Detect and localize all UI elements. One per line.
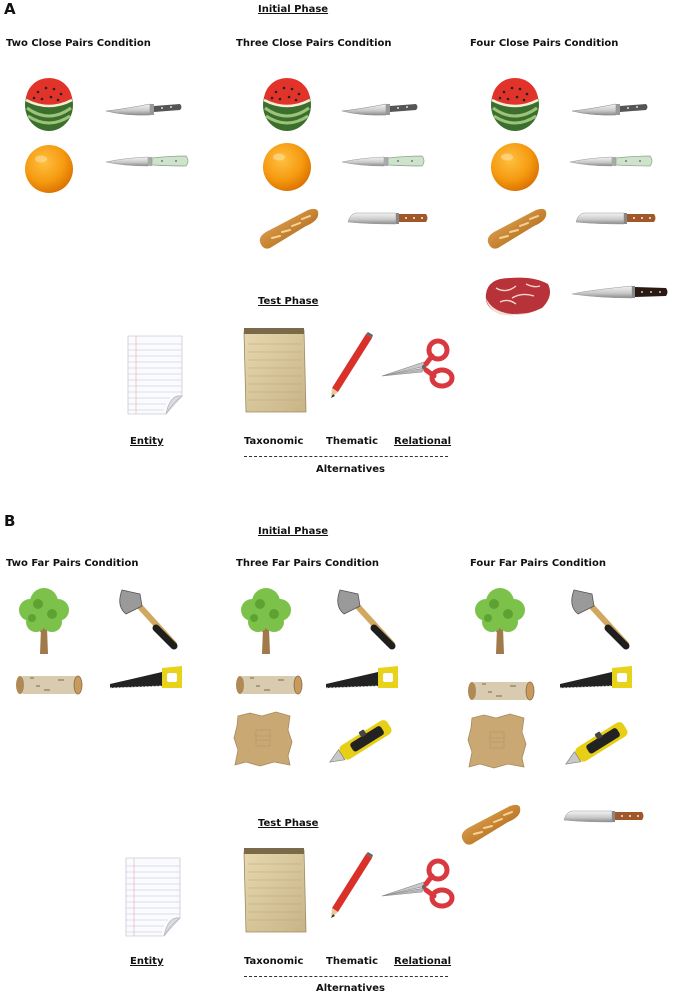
alternatives-divider-b <box>244 976 448 977</box>
condition-title-a3: Four Close Pairs Condition <box>470 38 619 49</box>
entity-label-a: Entity <box>130 436 164 447</box>
condition-title-b3: Four Far Pairs Condition <box>470 558 606 569</box>
paring-knife-icon <box>340 152 426 172</box>
paring-knife-icon <box>568 152 654 172</box>
pencil-icon <box>326 332 374 400</box>
entity-label-b: Entity <box>130 956 164 967</box>
initial-phase-heading-a: Initial Phase <box>258 4 329 15</box>
notebook-paper-icon <box>126 334 184 416</box>
kitchen-knife-icon <box>570 98 650 120</box>
alternatives-label-a: Alternatives <box>316 464 385 475</box>
box-cutter-icon <box>560 716 636 772</box>
notebook-paper-icon <box>124 856 182 938</box>
bread-knife-icon <box>574 208 658 228</box>
relational-label-a: Relational <box>394 436 452 447</box>
kitchen-knife-icon <box>104 98 184 120</box>
log-icon <box>14 672 84 698</box>
tree-icon <box>240 584 292 656</box>
cardboard-icon <box>232 710 294 768</box>
box-cutter-icon <box>324 714 400 770</box>
handsaw-icon <box>558 664 634 690</box>
watermelon-icon <box>262 72 312 132</box>
condition-title-b1: Two Far Pairs Condition <box>6 558 139 569</box>
condition-title-a1: Two Close Pairs Condition <box>6 38 151 49</box>
thematic-label-b: Thematic <box>326 956 379 967</box>
condition-title-a2: Three Close Pairs Condition <box>236 38 392 49</box>
handsaw-icon <box>108 664 184 690</box>
test-phase-heading-a: Test Phase <box>258 296 319 307</box>
baguette-icon <box>484 206 550 254</box>
axe-icon <box>332 588 398 650</box>
log-icon <box>234 672 304 698</box>
paring-knife-icon <box>104 152 190 172</box>
initial-phase-heading-b: Initial Phase <box>258 526 329 537</box>
chef-knife-icon <box>570 282 670 302</box>
relational-label-b: Relational <box>394 956 452 967</box>
watermelon-icon <box>490 72 540 132</box>
notepad-icon <box>240 326 308 414</box>
thematic-label-a: Thematic <box>326 436 379 447</box>
pencil-icon <box>326 852 374 920</box>
bread-knife-icon <box>346 208 430 228</box>
alternatives-label-b: Alternatives <box>316 983 385 994</box>
panel-letter-a: A <box>4 0 16 18</box>
baguette-icon <box>458 802 524 850</box>
tree-icon <box>18 584 70 656</box>
test-phase-heading-b: Test Phase <box>258 818 319 829</box>
log-icon <box>466 678 536 704</box>
orange-icon <box>490 140 540 192</box>
taxonomic-label-a: Taxonomic <box>244 436 304 447</box>
kitchen-knife-icon <box>340 98 420 120</box>
steak-icon <box>482 274 554 318</box>
orange-icon <box>262 140 312 192</box>
bread-knife-icon <box>560 806 648 826</box>
panel-letter-b: B <box>4 512 16 530</box>
condition-title-b2: Three Far Pairs Condition <box>236 558 380 569</box>
scissors-icon <box>380 858 456 912</box>
cardboard-icon <box>466 712 528 770</box>
taxonomic-label-b: Taxonomic <box>244 956 304 967</box>
axe-icon <box>114 588 180 650</box>
baguette-icon <box>256 206 322 254</box>
alternatives-divider-a <box>244 456 448 457</box>
axe-icon <box>566 588 632 650</box>
watermelon-icon <box>24 72 74 132</box>
tree-icon <box>474 584 526 656</box>
scissors-icon <box>380 338 456 392</box>
handsaw-icon <box>324 664 400 690</box>
orange-icon <box>24 142 74 194</box>
notepad-icon <box>240 846 308 934</box>
